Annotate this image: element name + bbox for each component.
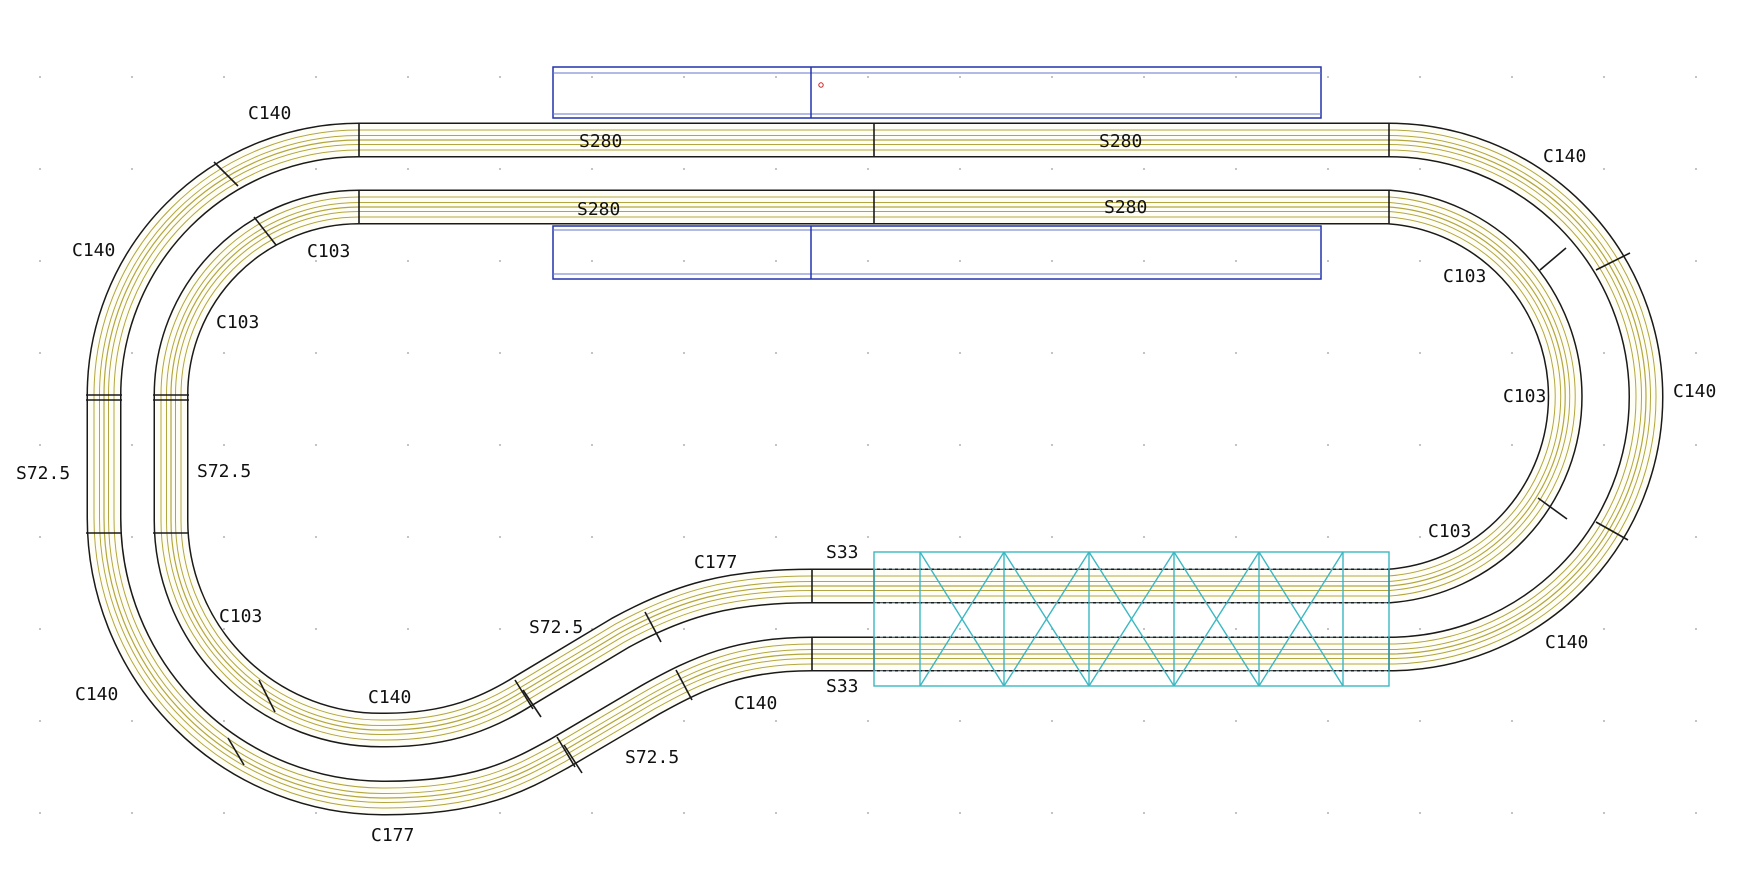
label-top-outer-right: C140 [1543,146,1586,167]
station-platform-top [552,66,1322,119]
track-labels: C140 S280 S280 C140 C103 S280 S280 C103 … [16,103,1716,846]
label-left-inner-upper: C103 [216,312,259,333]
dot-grid [39,76,1697,814]
label-top-inner-left: C103 [307,241,350,262]
label-left-outer-straight: S72.5 [16,463,70,484]
label-left-inner-lower: C103 [219,606,262,627]
label-left-inner-straight: S72.5 [197,461,251,482]
label-right-outer-bottom: C140 [1545,632,1588,653]
label-short-top: S33 [826,542,859,563]
label-left-outer-upper: C140 [72,240,115,261]
label-right-outer-mid: C140 [1673,381,1716,402]
label-top-inner-mid-right: S280 [1104,197,1147,218]
label-top-inner-mid-left: S280 [577,199,620,220]
label-upper-s-curve: C177 [694,552,737,573]
label-right-inner-top: C103 [1443,266,1486,287]
label-middle-outer-straight: S72.5 [625,747,679,768]
outer-loop-track [103,139,1647,799]
station-platform-bottom [552,225,1322,280]
label-top-outer-left: C140 [248,103,291,124]
label-bottom-outer-curve: C177 [371,825,414,846]
label-top-outer-mid-left: S280 [579,131,622,152]
label-right-inner-bottom: C103 [1428,521,1471,542]
label-lower-s-curve: C140 [734,693,777,714]
label-middle-inner-straight: S72.5 [529,617,583,638]
label-left-outer-lower: C140 [75,684,118,705]
track-network [86,122,1664,816]
label-top-outer-mid-right: S280 [1099,131,1142,152]
label-right-inner-mid: C103 [1503,386,1546,407]
label-bottom-inner-curve: C140 [368,687,411,708]
label-short-bottom: S33 [826,676,859,697]
truss-bridge [873,551,1390,687]
origin-marker-icon [818,82,824,88]
inner-loop-track [170,206,1566,731]
